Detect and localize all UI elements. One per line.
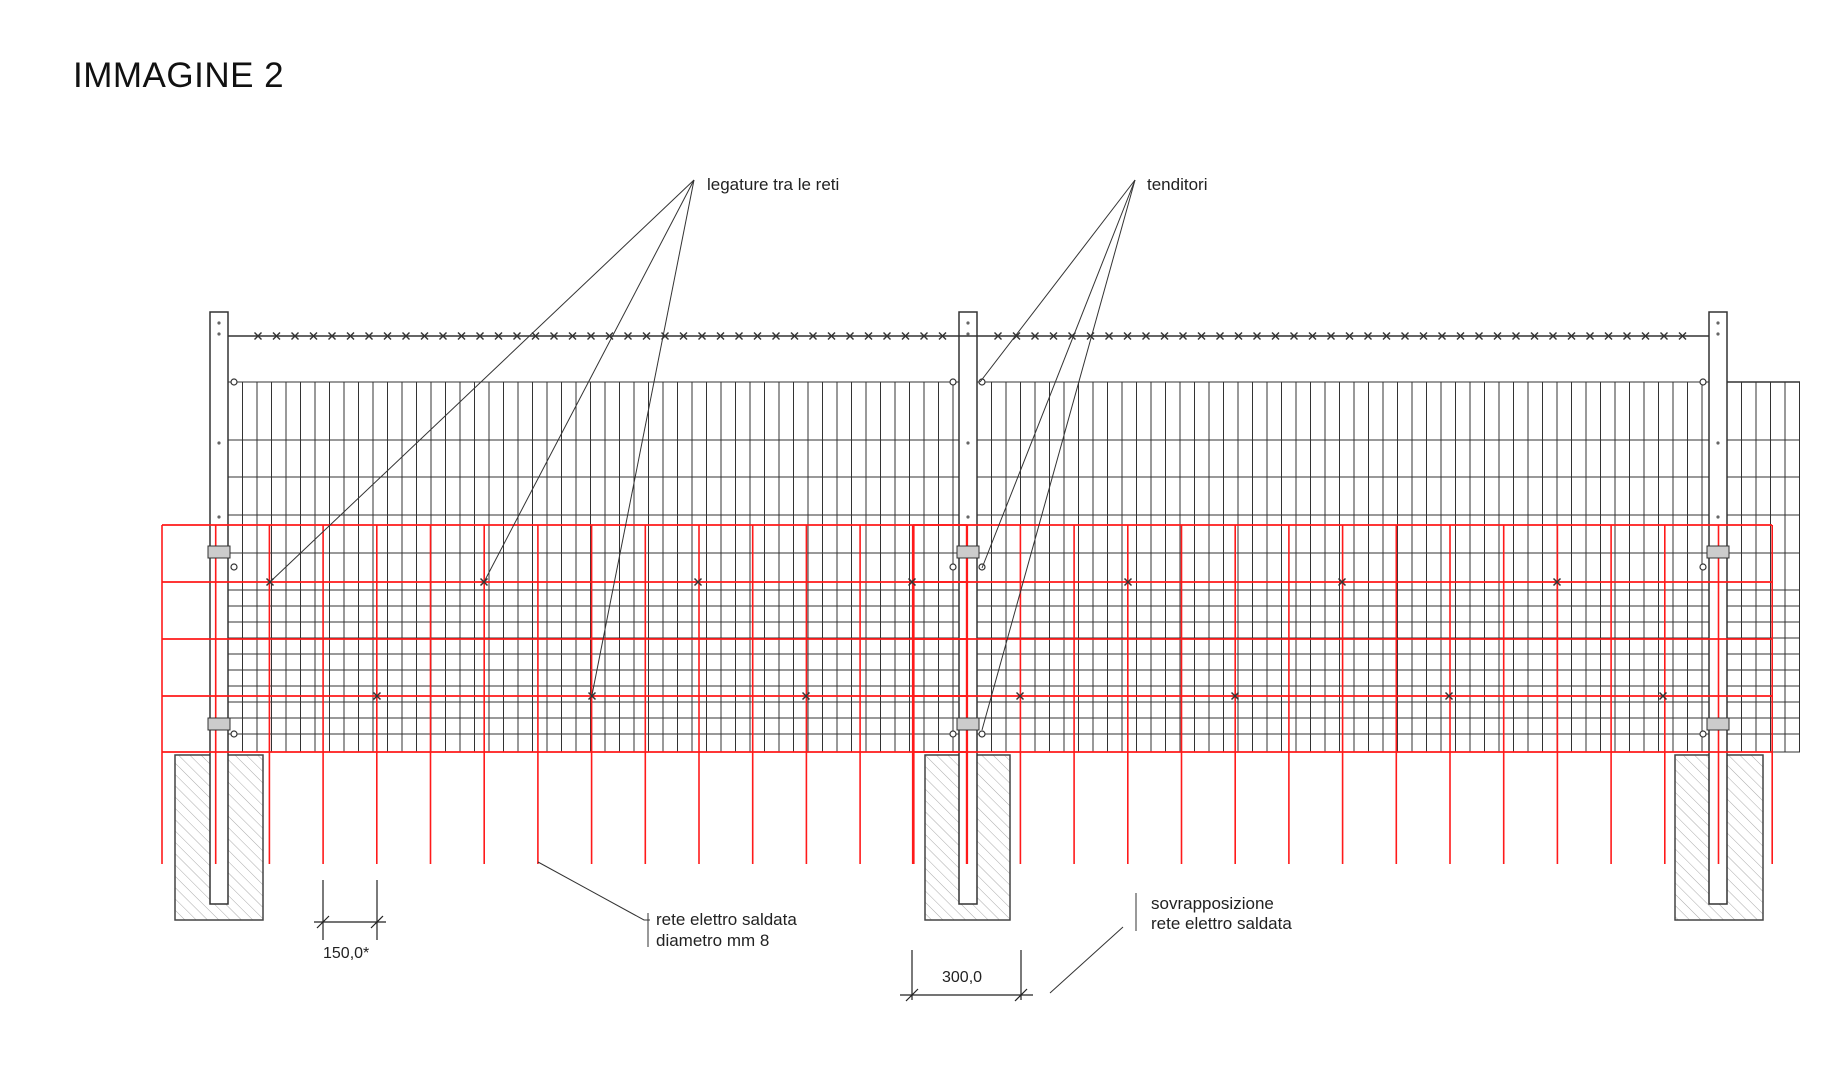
label-overlap-line1: sovrapposizione bbox=[1151, 894, 1274, 913]
post-left bbox=[209, 311, 229, 905]
label-tensioners: tenditori bbox=[1147, 175, 1207, 194]
dimension-overlap-value: 300,0 bbox=[942, 969, 982, 986]
dimension-spacing: 150,0* bbox=[314, 880, 386, 962]
welded-mesh bbox=[161, 524, 1773, 864]
fittings bbox=[207, 321, 1730, 738]
label-bindings: legature tra le reti bbox=[707, 175, 839, 194]
dimension-overlap: 300,0 bbox=[900, 950, 1033, 1002]
page-title: IMMAGINE 2 bbox=[73, 56, 285, 95]
barbed-wire bbox=[228, 332, 1709, 340]
label-mesh-line2: diametro mm 8 bbox=[656, 931, 769, 950]
label-mesh: rete elettro saldata diametro mm 8 bbox=[647, 910, 797, 950]
dimension-spacing-value: 150,0* bbox=[323, 945, 369, 962]
label-overlap: sovrapposizione rete elettro saldata bbox=[1135, 893, 1292, 933]
label-mesh-line1: rete elettro saldata bbox=[656, 910, 797, 929]
leader-lines bbox=[269, 179, 1136, 994]
label-overlap-line2: rete elettro saldata bbox=[1151, 914, 1292, 933]
